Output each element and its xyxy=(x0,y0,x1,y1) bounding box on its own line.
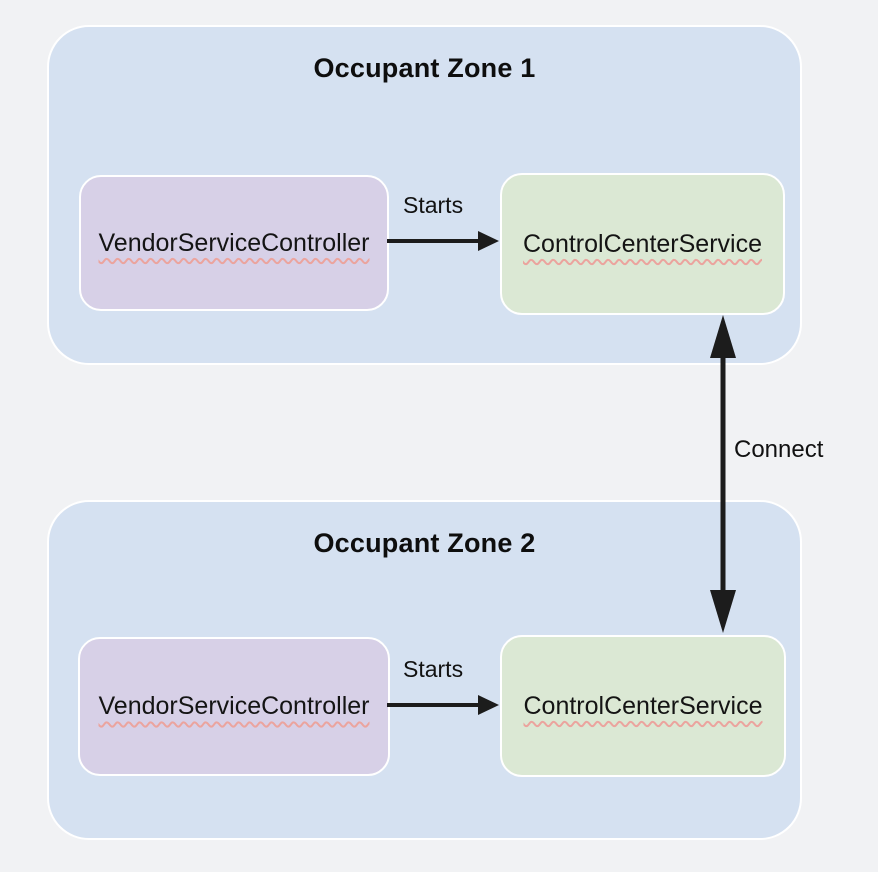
starts-edge-label-zone-1: Starts xyxy=(403,192,464,218)
occupant-zone-1: Occupant Zone 1 VendorServiceController … xyxy=(47,25,802,365)
starts-arrow-zone-2 xyxy=(387,695,499,715)
zone-1-title: Occupant Zone 1 xyxy=(313,53,536,83)
connect-edge-label: Connect xyxy=(734,436,824,463)
zone-1-control-center-service-box: ControlCenterService xyxy=(500,173,785,315)
zone-1-vendor-service-controller-box: VendorServiceController xyxy=(79,175,389,311)
occupant-zone-2: Occupant Zone 2 VendorServiceController … xyxy=(47,500,802,840)
zone-2-vendor-service-controller-box: VendorServiceController xyxy=(78,637,390,776)
connect-arrow xyxy=(710,315,736,633)
zone-2-title: Occupant Zone 2 xyxy=(313,528,536,558)
zone-1-control-center-service-label: ControlCenterService xyxy=(523,229,762,258)
starts-edge-label-zone-2: Starts xyxy=(403,656,464,682)
zone-2-control-center-service-label: ControlCenterService xyxy=(523,691,763,720)
zone-1-vendor-service-controller-label: VendorServiceController xyxy=(98,228,370,257)
starts-arrow-zone-1 xyxy=(387,231,499,251)
zone-2-vendor-service-controller-label: VendorServiceController xyxy=(98,692,370,720)
zone-2-control-center-service-box: ControlCenterService xyxy=(500,635,786,777)
